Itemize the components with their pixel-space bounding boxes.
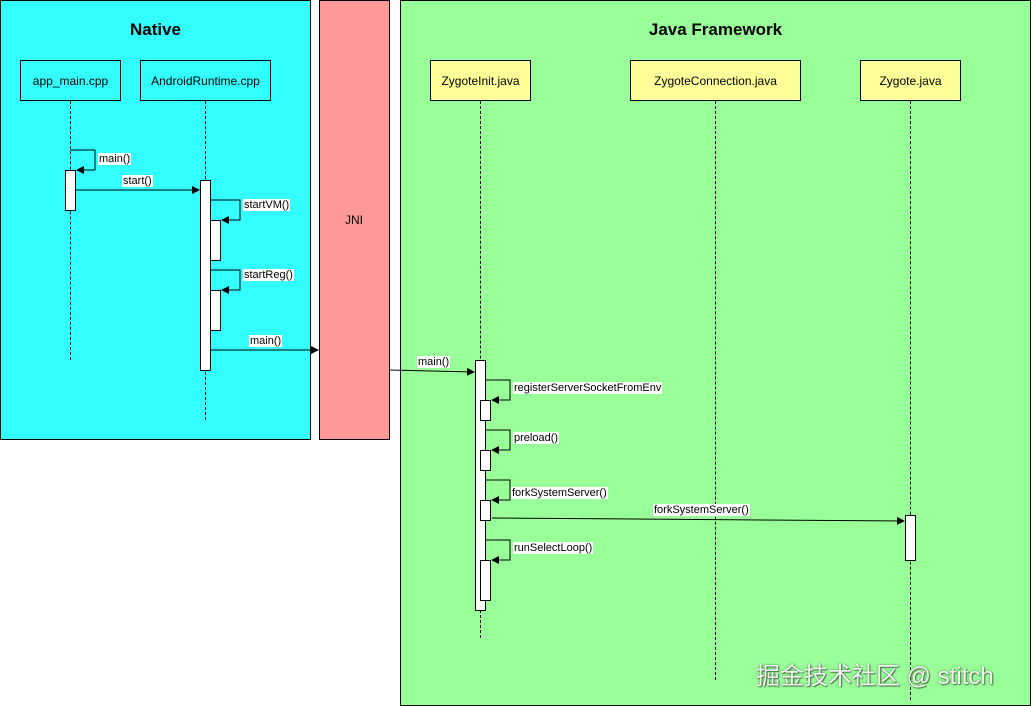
activation-android-runtime [200, 180, 211, 371]
native-region: Native [0, 0, 311, 440]
java-framework-region-title: Java Framework [648, 20, 783, 39]
activation-register-socket [480, 400, 491, 421]
arrow-fork-system-server [491, 516, 905, 525]
label-main-to-jni: main() [249, 335, 283, 347]
activation-zygote-init [475, 360, 486, 611]
label-start-vm: startVM() [243, 199, 291, 211]
lifeline-zygote-connection [715, 101, 716, 680]
label-register-socket: registerServerSocketFromEnv [513, 382, 663, 394]
arrow-main-self [70, 149, 96, 174]
arrow-run-select-loop [486, 539, 511, 564]
arrow-start-vm [211, 199, 241, 224]
label-start: start() [122, 175, 153, 187]
jni-region: JNI [319, 0, 390, 440]
participant-app-main: app_main.cpp [20, 60, 121, 101]
activation-start-reg [210, 290, 221, 331]
activation-preload [480, 450, 491, 471]
arrow-preload [486, 429, 511, 454]
label-run-select-loop: runSelectLoop() [513, 542, 594, 554]
arrow-start-reg [211, 269, 241, 294]
label-fork-self: forkSystemServer() [511, 487, 608, 499]
activation-zygote [905, 515, 916, 561]
watermark: 掘金技术社区 @ stitch [756, 663, 994, 690]
label-main: main() [98, 153, 132, 165]
label-preload: preload() [513, 432, 560, 444]
lifeline-app-main [70, 101, 71, 360]
activation-app-main [65, 170, 76, 211]
lifeline-zygote [910, 101, 911, 700]
activation-fork-system-server [480, 500, 491, 521]
activation-start-vm [210, 220, 221, 261]
participant-zygote: Zygote.java [860, 60, 961, 101]
label-fork-system-server: forkSystemServer() [653, 504, 750, 516]
native-region-title: Native [129, 20, 182, 39]
participant-android-runtime: AndroidRuntime.cpp [140, 60, 271, 101]
participant-zygote-init: ZygoteInit.java [430, 60, 531, 101]
participant-zygote-connection: ZygoteConnection.java [630, 60, 801, 101]
arrow-main-from-jni [389, 367, 475, 376]
arrow-fork-self [486, 479, 511, 504]
label-main-zygote-init: main() [417, 356, 451, 368]
label-start-reg: startReg() [243, 269, 294, 281]
arrow-register-socket [486, 379, 511, 404]
activation-run-select-loop [480, 560, 491, 601]
jni-region-title: JNI [345, 213, 363, 227]
